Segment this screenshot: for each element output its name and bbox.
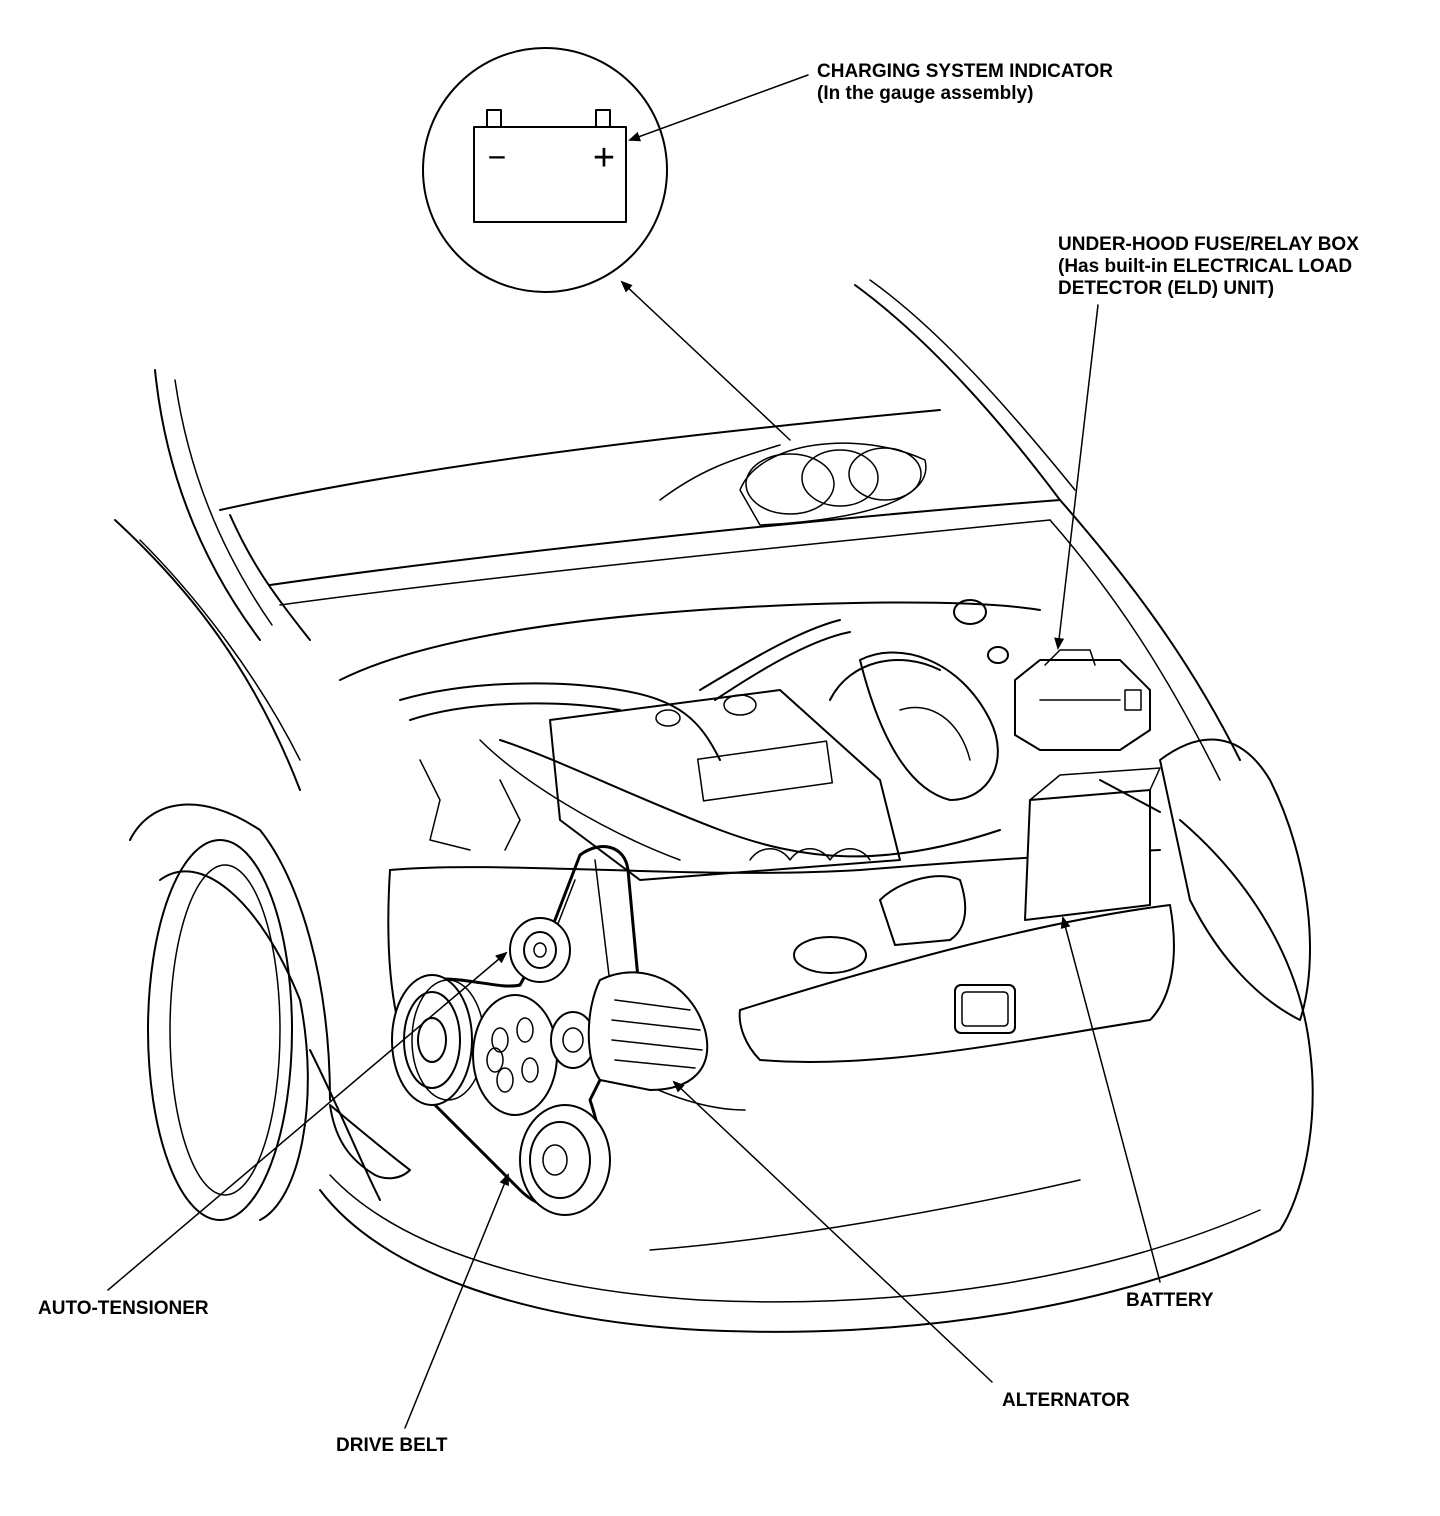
label-alternator: ALTERNATOR <box>1002 1390 1130 1411</box>
compressor-pulley <box>519 1104 611 1216</box>
label-fuse-line2: (Has built-in ELECTRICAL LOAD <box>1058 256 1353 277</box>
water-pump-pulley <box>472 994 558 1116</box>
alternator <box>587 971 709 1091</box>
label-drive-belt: DRIVE BELT <box>336 1435 448 1456</box>
battery <box>1024 767 1161 921</box>
label-fuse-line3: DETECTOR (ELD) UNIT) <box>1058 278 1275 299</box>
label-under-hood-fuse-box: UNDER-HOOD FUSE/RELAY BOX (Has built-in … <box>1058 234 1359 300</box>
car-body <box>114 279 1314 1333</box>
engine-cover <box>549 689 901 881</box>
battery-warning-icon <box>473 109 627 223</box>
fuse-relay-box <box>1014 649 1151 751</box>
leader-lines <box>107 74 1161 1429</box>
belt-system <box>391 845 709 1216</box>
indicator-minus-symbol: − <box>488 139 507 175</box>
leader-hood-to-circle <box>620 280 791 441</box>
idler-pulley <box>509 917 571 983</box>
label-charging-system-indicator: CHARGING SYSTEM INDICATOR (In the gauge … <box>817 61 1113 105</box>
label-charging-line2: (In the gauge assembly) <box>817 83 1034 104</box>
leader-battery <box>1060 916 1161 1283</box>
leader-fuse-box <box>1054 304 1099 650</box>
label-battery: BATTERY <box>1126 1290 1214 1311</box>
leader-auto-tensioner <box>107 951 508 1291</box>
engine-bay <box>339 599 1041 881</box>
front-wheel <box>147 839 309 1221</box>
leader-drive-belt <box>404 1173 509 1429</box>
label-auto-tensioner: AUTO-TENSIONER <box>38 1298 209 1319</box>
front-grille <box>738 904 1175 1063</box>
hood-vents <box>739 442 927 526</box>
leader-alternator <box>672 1080 993 1383</box>
leader-charging-indicator <box>628 74 809 142</box>
indicator-plus-symbol: + <box>593 137 615 179</box>
crankshaft-pulley <box>391 974 485 1106</box>
charging-indicator-callout <box>422 47 668 293</box>
label-fuse-line1: UNDER-HOOD FUSE/RELAY BOX <box>1058 234 1359 255</box>
label-charging-line1: CHARGING SYSTEM INDICATOR <box>817 61 1113 82</box>
